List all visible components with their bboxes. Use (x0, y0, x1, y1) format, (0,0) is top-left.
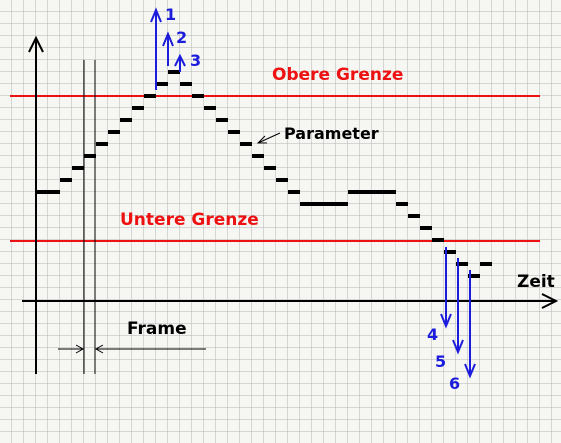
time-axis-label: Zeit (517, 272, 555, 292)
y-axis (28, 35, 44, 374)
marker-label-2: 2 (176, 28, 187, 47)
limit-violation-arrows (150, 7, 476, 379)
marker-label-3: 3 (190, 51, 201, 70)
arrow-down-6 (464, 270, 476, 379)
arrow-down-4 (440, 247, 452, 329)
arrow-up-1 (150, 7, 162, 90)
frame-label: Frame (127, 319, 187, 339)
frame-dimension (58, 344, 206, 354)
marker-label-6: 6 (449, 374, 460, 393)
marker-label-5: 5 (435, 352, 446, 371)
lower-limit-label: Untere Grenze (120, 210, 259, 230)
marker-label-4: 4 (427, 325, 438, 344)
upper-limit-label: Obere Grenze (272, 65, 403, 85)
parameter-curve (36, 70, 492, 278)
arrow-up-3 (174, 53, 186, 72)
parameter-label: Parameter (284, 124, 379, 143)
x-axis (22, 293, 559, 309)
parameter-pointer (256, 132, 281, 144)
marker-label-1: 1 (165, 5, 176, 24)
arrow-down-5 (452, 258, 464, 355)
arrow-up-2 (162, 31, 174, 66)
